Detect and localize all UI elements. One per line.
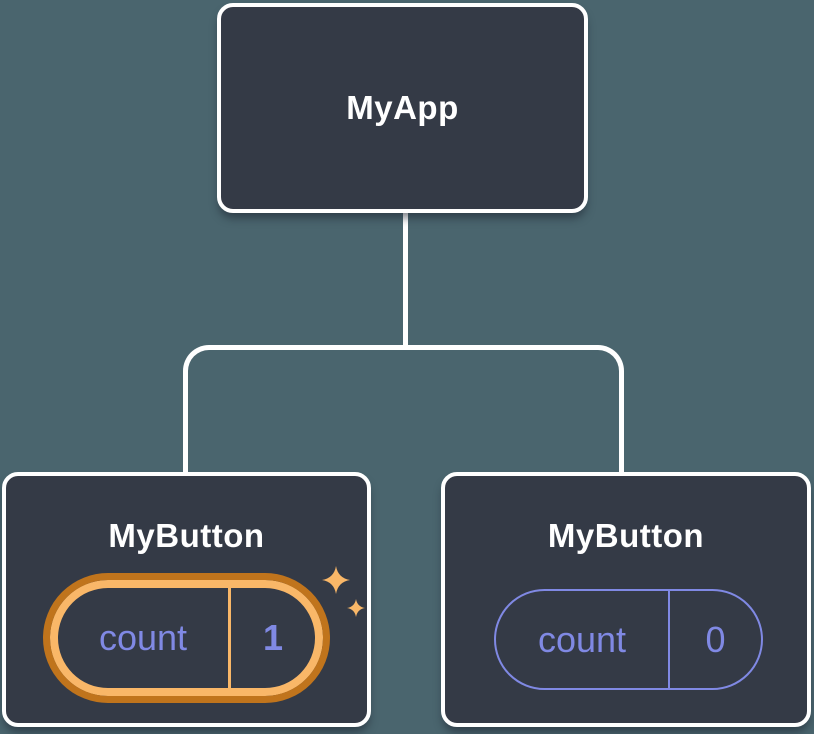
child-node-label: MyButton bbox=[547, 517, 705, 554]
connector-bracket bbox=[183, 345, 624, 472]
state-pill: count 0 bbox=[494, 589, 763, 690]
state-pill-highlighted: count 1 bbox=[43, 573, 330, 703]
state-value: 0 bbox=[705, 618, 726, 660]
state-value: 1 bbox=[262, 617, 284, 658]
child-node-mybutton-right: MyButton count 0 bbox=[441, 472, 811, 727]
state-key-label: count bbox=[98, 617, 188, 658]
child-node-label: MyButton bbox=[108, 517, 265, 554]
sparkles-icon bbox=[322, 566, 365, 617]
pill-divider bbox=[228, 580, 231, 696]
child-node-mybutton-left: MyButton count 1 bbox=[2, 472, 371, 727]
connector-stem bbox=[403, 212, 408, 348]
pill-divider bbox=[668, 591, 670, 688]
root-node-myapp: MyApp bbox=[217, 3, 588, 213]
state-key-label: count bbox=[537, 618, 627, 660]
root-node-label: MyApp bbox=[346, 89, 459, 126]
